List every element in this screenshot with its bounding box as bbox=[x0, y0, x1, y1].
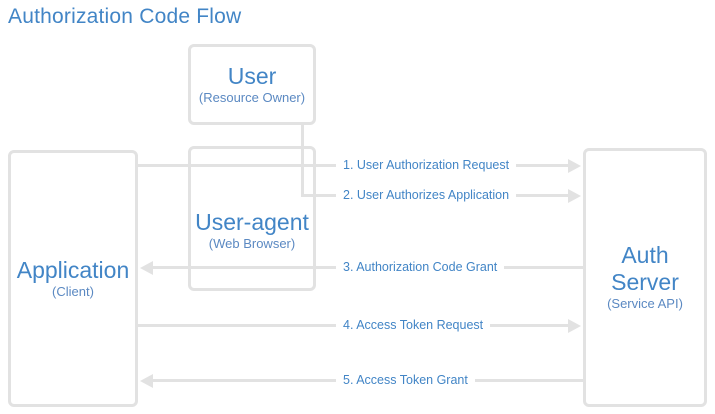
flow-4-label: 4. Access Token Request bbox=[343, 318, 484, 332]
flow-5-line-left bbox=[153, 379, 336, 382]
flow-arrow-4: 4. Access Token Request bbox=[138, 318, 581, 333]
node-application-label: Application bbox=[16, 256, 130, 283]
flow-3-label: 3. Authorization Code Grant bbox=[343, 260, 498, 274]
flow-3-line-left bbox=[153, 266, 336, 269]
flow-2-line-right bbox=[516, 194, 568, 197]
flow-5-label: 5. Access Token Grant bbox=[343, 373, 468, 387]
flow-arrow-5: 5. Access Token Grant bbox=[140, 373, 583, 388]
flow-3-line-right bbox=[504, 266, 583, 269]
node-auth-server-sublabel: (Service API) bbox=[607, 296, 683, 312]
arrowhead-right-icon bbox=[568, 318, 581, 333]
arrowhead-right-icon bbox=[568, 158, 581, 173]
node-application-sublabel: (Client) bbox=[52, 284, 94, 300]
flow-arrow-1: 1. User Authorization Request bbox=[138, 158, 581, 173]
flow-1-line-left bbox=[138, 164, 336, 167]
node-application: Application (Client) bbox=[8, 150, 138, 407]
flow-2-line-left bbox=[301, 194, 336, 197]
node-user-agent-label: User-agent bbox=[195, 208, 309, 235]
arrowhead-left-icon bbox=[140, 260, 153, 275]
flow-arrow-3: 3. Authorization Code Grant bbox=[140, 260, 583, 275]
node-user-sublabel: (Resource Owner) bbox=[198, 90, 306, 106]
flow-1-line-right bbox=[516, 164, 568, 167]
node-user-label: User bbox=[227, 62, 277, 89]
node-auth-server-label: Auth Server bbox=[611, 242, 679, 295]
flow-4-line-right bbox=[490, 324, 568, 327]
flow-1-label: 1. User Authorization Request bbox=[343, 158, 510, 172]
node-auth-server: Auth Server (Service API) bbox=[583, 148, 707, 407]
node-user: User (Resource Owner) bbox=[188, 44, 316, 125]
arrowhead-right-icon bbox=[568, 188, 581, 203]
node-user-agent-sublabel: (Web Browser) bbox=[208, 236, 296, 252]
flow-4-line-left bbox=[138, 324, 336, 327]
connector-user-to-flow2 bbox=[301, 125, 304, 197]
flow-2-label: 2. User Authorizes Application bbox=[343, 188, 510, 202]
arrowhead-left-icon bbox=[140, 373, 153, 388]
flow-5-line-right bbox=[474, 379, 583, 382]
flow-arrow-2: 2. User Authorizes Application bbox=[301, 188, 581, 203]
diagram-title: Authorization Code Flow bbox=[8, 5, 242, 28]
